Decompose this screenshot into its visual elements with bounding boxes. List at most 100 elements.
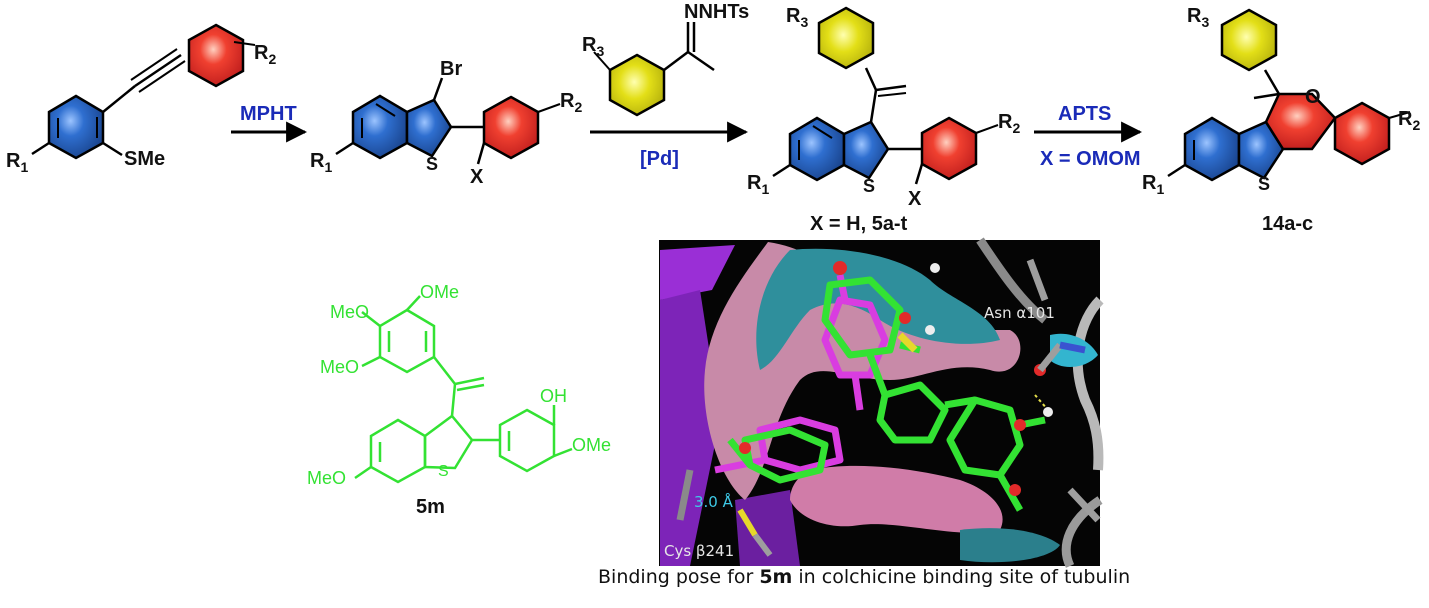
sulfur-label: S: [863, 176, 875, 196]
ome-bond: [553, 447, 573, 458]
bromo-benzothiophene: S Br R1 R2 X: [310, 58, 582, 188]
binding-surface-teal: [960, 528, 1060, 563]
benzene-ring-red: [1333, 101, 1391, 166]
docking-image: Asn α101 Cys β241 3.0 Å: [659, 237, 1104, 568]
thiophene-ring: [405, 98, 453, 158]
binding-surface-teal: [756, 248, 1000, 370]
benzene-ring-yellow: [1220, 8, 1278, 72]
protein-sidechain: [1037, 342, 1063, 373]
alkyne-triple: [134, 53, 182, 88]
r1-label: R1: [310, 150, 332, 175]
r3-label: R3: [582, 34, 604, 59]
oxygen-atom: [899, 312, 911, 324]
oxygen-atom: [739, 442, 751, 454]
compound-14a-c-label: 14a-c: [1262, 213, 1313, 235]
r1-bond: [31, 141, 50, 156]
distance-label: 3.0 Å: [694, 492, 734, 511]
vinyl-ch2: [875, 84, 907, 92]
thiophene-ring: [1237, 120, 1285, 180]
fused-chromene-product: S R1 O R2 R3 14a-c: [1142, 5, 1420, 235]
r3-label: R3: [786, 5, 808, 30]
hydrogen-atom: [925, 325, 935, 335]
r2-bond: [1388, 111, 1411, 119]
meo-left-label: MeO: [320, 357, 359, 377]
br-label: Br: [440, 58, 462, 80]
aryl-bond: [864, 67, 878, 91]
r1-bond: [1167, 163, 1186, 178]
benzene-ring-yellow: [608, 53, 666, 117]
vinyl-to-core: [450, 383, 457, 417]
r3-label: R3: [1187, 5, 1209, 30]
r2-bond: [975, 124, 999, 134]
ome-bond: [406, 295, 421, 311]
hydrogen-atom: [930, 263, 940, 273]
ome-top-label: OMe: [420, 282, 459, 302]
thiophene-ring: [842, 120, 890, 180]
benzene-ring-yellow: [817, 6, 875, 70]
compound-5a-t-label: X = H, 5a-t: [810, 213, 908, 235]
reagent-pd: [Pd]: [640, 148, 679, 170]
protein-strand-purple: [735, 490, 800, 566]
r2-bond: [233, 41, 256, 46]
x-label: X: [470, 166, 484, 188]
methyl-bond: [1253, 92, 1280, 100]
alkyne-bond: [102, 85, 136, 113]
oxygen-atom: [833, 261, 847, 275]
sulfur-label: S: [426, 154, 438, 174]
inner-bond: [375, 103, 396, 117]
pyran-ring-red: [1264, 92, 1337, 151]
protein-strand-purple: [660, 245, 735, 300]
protein-strand-purple: [660, 290, 720, 566]
residue-cys-label: Cys β241: [664, 542, 734, 560]
caption-compound: 5m: [759, 566, 793, 588]
meo-bond: [361, 355, 381, 368]
protein-sidechain: [1067, 487, 1101, 523]
br-bond: [432, 77, 444, 101]
r2-label: R2: [254, 42, 276, 67]
meo-top-label: MeO: [330, 302, 369, 322]
binding-surface-pink: [790, 465, 1003, 533]
r2-label: R2: [560, 90, 582, 115]
r2-label: R2: [1398, 108, 1420, 133]
ome-right-label: OMe: [572, 435, 611, 455]
compound-5m-labels: OMe MeO MeO OH OMe MeO S 5m: [307, 282, 611, 518]
sme-bond: [102, 141, 123, 157]
protein-backbone-tube: [976, 237, 1048, 324]
vinyl-ch2: [877, 92, 907, 97]
protein-sidechain: [752, 533, 773, 557]
tosylhydrazone-reagent: R3 NNHTs: [582, 1, 749, 117]
reaction-arrow-1: MPHT: [231, 103, 308, 143]
r2-bond: [537, 103, 561, 113]
aryl-bond: [1263, 69, 1281, 95]
nnhts-label: NNHTs: [684, 1, 749, 23]
r2-label: R2: [998, 111, 1020, 136]
vinyl-ch2: [456, 383, 485, 392]
r1-label: R1: [6, 150, 28, 175]
r1-label: R1: [747, 172, 769, 197]
protein-sidechain: [1026, 258, 1049, 302]
r1-bond: [772, 163, 791, 178]
caption-text: Binding pose for: [598, 566, 760, 588]
reaction-arrow-2: [Pd]: [590, 121, 749, 170]
oxygen-atom: [1014, 419, 1026, 431]
compound-5m-label: 5m: [416, 496, 445, 518]
inner-bond: [812, 125, 833, 139]
oxygen-label: O: [1305, 86, 1321, 108]
docked-ligand-5m-green: [727, 276, 1046, 512]
residue-asn-label: Asn α101: [984, 304, 1055, 322]
alkyne-triple: [138, 60, 186, 93]
reagent-apts: APTS: [1058, 103, 1111, 125]
benzene-ring-red: [482, 95, 540, 160]
protein-backbone-tube: [1072, 296, 1104, 471]
reagent-mpht: MPHT: [240, 103, 297, 125]
sulfur-label: S: [1258, 174, 1270, 194]
benzene-ring-red: [187, 23, 245, 88]
reagent-x-omom: X = OMOM: [1040, 148, 1141, 170]
r1-bond: [335, 141, 354, 156]
meo-bond: [361, 311, 381, 327]
protein-sidechain: [676, 469, 694, 521]
thiophene-ring: [423, 414, 474, 470]
methyl-bond: [687, 50, 715, 72]
benzene-ring-red: [920, 116, 978, 181]
